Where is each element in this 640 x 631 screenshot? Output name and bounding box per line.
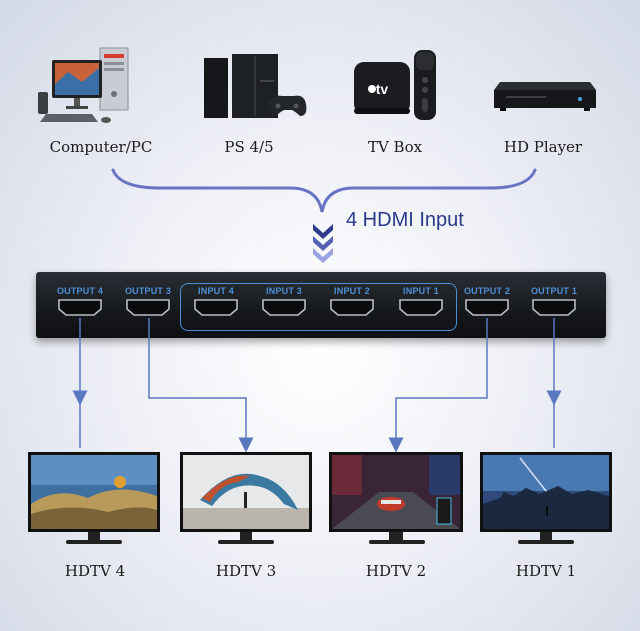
- hdmi-port-input-1: [399, 299, 443, 316]
- game-console-icon: [204, 54, 307, 118]
- tv-box-icon: tv: [354, 50, 436, 120]
- port-label-output-2: OUTPUT 2: [463, 286, 511, 296]
- hdtv-1-screen: [480, 452, 612, 544]
- input-ports-frame: [180, 283, 457, 331]
- hdmi-port-input-2: [330, 299, 374, 316]
- hdmi-port-input-4: [194, 299, 238, 316]
- port-label-output-1: OUTPUT 1: [530, 286, 578, 296]
- port-label-output-3: OUTPUT 3: [124, 286, 172, 296]
- hdtv-3-screen: [180, 452, 312, 544]
- source-label-ps: PS 4/5: [224, 138, 274, 156]
- hdmi-port-output-4: [58, 299, 102, 316]
- down-chevrons-icon: [313, 224, 333, 263]
- tv-label-hdtv-3: HDTV 3: [215, 562, 277, 580]
- port-label-input-1: INPUT 1: [403, 286, 439, 296]
- input-title: 4 HDMI Input: [346, 209, 464, 231]
- port-label-input-3: INPUT 3: [266, 286, 302, 296]
- port-label-output-4: OUTPUT 4: [56, 286, 104, 296]
- computer-icon: [38, 47, 129, 123]
- hdmi-port-output-3: [126, 299, 170, 316]
- hdtv-4-screen: [28, 452, 160, 544]
- hdmi-ports: [58, 299, 576, 316]
- source-label-computer: Computer/PC: [49, 138, 153, 156]
- hd-player-icon: [494, 82, 596, 111]
- tv-label-hdtv-1: HDTV 1: [515, 562, 577, 580]
- tv-label-hdtv-2: HDTV 2: [365, 562, 427, 580]
- hdtv-2-screen: [329, 452, 463, 544]
- source-label-hdplayer: HD Player: [503, 138, 583, 156]
- connector-output-3: [148, 318, 254, 453]
- port-label-input-4: INPUT 4: [198, 286, 234, 296]
- port-label-input-2: INPUT 2: [334, 286, 370, 296]
- input-bracket: [111, 168, 537, 213]
- connector-output-2: [388, 318, 488, 453]
- hdmi-port-output-1: [532, 299, 576, 316]
- source-label-tvbox: TV Box: [367, 138, 423, 156]
- hdmi-port-output-2: [465, 299, 509, 316]
- tv-label-hdtv-4: HDTV 4: [64, 562, 126, 580]
- tvbox-brand-text: tv: [376, 81, 389, 97]
- hdmi-port-input-3: [262, 299, 306, 316]
